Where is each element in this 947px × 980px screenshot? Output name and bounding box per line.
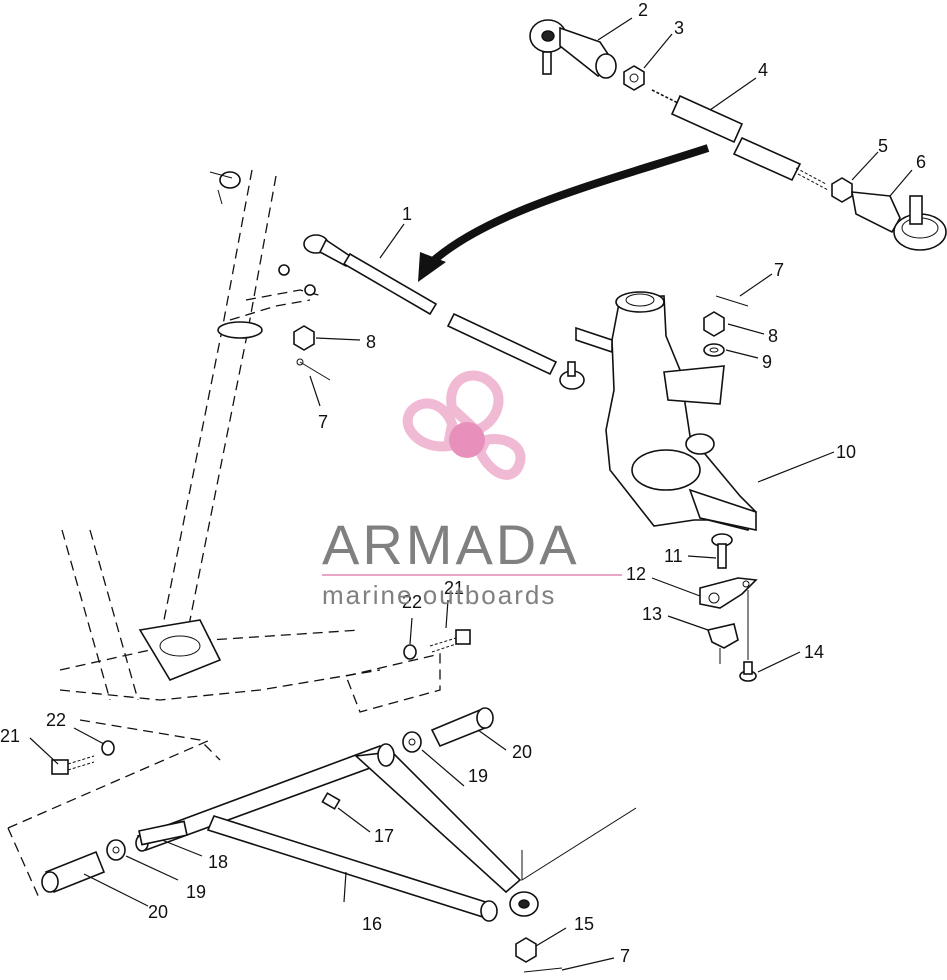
bushing-18 <box>138 820 188 846</box>
steering-post <box>159 169 331 641</box>
bolt-11 <box>711 533 733 569</box>
callout-14: 14 <box>804 642 824 662</box>
tie-rod-end-6 <box>851 191 947 251</box>
callout-13: 13 <box>642 604 662 624</box>
washer-19-left <box>106 839 126 861</box>
leader-lines <box>29 17 913 971</box>
callout-3: 3 <box>674 18 684 38</box>
callout-10: 10 <box>836 442 856 462</box>
callout-5: 5 <box>878 136 888 156</box>
washer-9 <box>703 343 725 357</box>
callout-16: 16 <box>362 914 382 934</box>
callout-21-right: 21 <box>444 578 464 598</box>
a-arm-16 <box>135 743 637 922</box>
callout-8-steering: 8 <box>366 332 376 352</box>
castle-nut-8-upper <box>703 311 725 337</box>
castle-nut-15 <box>515 937 537 963</box>
bolt-21-right <box>429 629 471 653</box>
callout-7-lower: 7 <box>620 946 630 966</box>
washer-22-right <box>403 644 417 660</box>
callout-7: 7 <box>774 260 784 280</box>
callout-18: 18 <box>208 852 228 872</box>
callout-17: 17 <box>374 826 394 846</box>
jam-nut-3 <box>623 65 645 91</box>
pivot-tube-20-right <box>430 707 494 748</box>
callout-22-right: 22 <box>402 592 422 612</box>
callout-22: 22 <box>46 710 66 730</box>
callout-19: 19 <box>468 766 488 786</box>
callout-6: 6 <box>916 152 926 172</box>
assembly-arrow <box>418 144 710 282</box>
callout-15: 15 <box>574 914 594 934</box>
bolt-21-left <box>51 755 95 775</box>
tie-rod-1 <box>303 234 585 390</box>
adjuster-sleeve-4 <box>651 89 829 191</box>
jam-nut-5 <box>831 177 853 203</box>
propeller-icon <box>402 370 526 480</box>
frame-outline <box>7 529 441 901</box>
cotter-pin-7-lower <box>523 967 563 973</box>
tie-rod-end-2 <box>529 19 617 79</box>
callout-7-steering: 7 <box>318 412 328 432</box>
watermark-brand: ARMADA <box>322 513 580 576</box>
callout-19-left: 19 <box>186 882 206 902</box>
callout-2: 2 <box>638 0 648 20</box>
washer-22-left <box>101 740 115 756</box>
callout-1: 1 <box>402 204 412 224</box>
watermark-tagline: marine outboards <box>322 580 556 610</box>
callout-12: 12 <box>626 564 646 584</box>
boot-13 <box>706 623 739 664</box>
armada-logo-watermark: ARMADA marine outboards <box>322 370 622 610</box>
cotter-pin-7-upper <box>715 295 749 307</box>
plate-12 <box>699 577 758 609</box>
callout-21: 21 <box>0 726 20 746</box>
callout-9: 9 <box>762 352 772 372</box>
washer-19-right <box>402 731 422 753</box>
callout-20-left: 20 <box>148 902 168 922</box>
callout-8: 8 <box>768 326 778 346</box>
bolt-14 <box>739 590 757 682</box>
pivot-tube-20-left <box>41 850 106 894</box>
callout-4: 4 <box>758 60 768 80</box>
callout-20: 20 <box>512 742 532 762</box>
grease-fitting-17 <box>321 792 341 810</box>
spindle-10 <box>575 291 757 531</box>
callout-11: 11 <box>664 546 683 566</box>
